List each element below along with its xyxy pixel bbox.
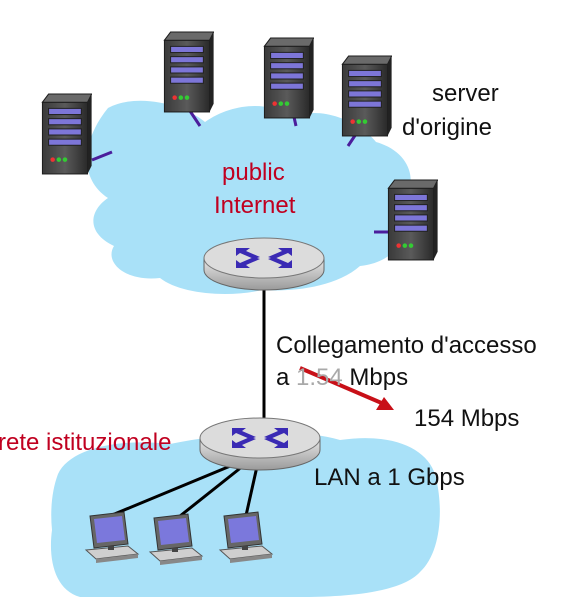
access-link-prefix: a <box>276 364 297 391</box>
server-icon <box>263 37 314 119</box>
access-link-new-speed: 154 Mbps <box>414 405 520 432</box>
access-link-old-speed: 1.54 <box>296 364 343 391</box>
internet-label-line2: Internet <box>214 192 296 219</box>
access-link-unit: Mbps <box>342 364 409 391</box>
router-icon <box>203 237 325 291</box>
internet-label-line1: public <box>222 159 285 186</box>
access-link-speed: a 1.54 Mbps <box>276 364 408 392</box>
institutional-network-label: rete istituzionale <box>0 429 172 456</box>
origin-servers-label-line1: server <box>432 80 499 107</box>
server-icon <box>41 93 92 175</box>
lan-links <box>99 460 260 522</box>
internet-cloud <box>86 100 411 294</box>
router-icon <box>199 417 321 471</box>
lan-label: LAN a 1 Gbps <box>314 464 465 491</box>
speed-upgrade-arrow <box>299 366 394 410</box>
server-icon <box>341 55 392 137</box>
server-icon <box>163 31 214 113</box>
server-icon <box>387 179 438 261</box>
access-link-label: Collegamento d'accesso <box>276 332 537 359</box>
origin-servers-label-line2: d'origine <box>402 114 492 141</box>
